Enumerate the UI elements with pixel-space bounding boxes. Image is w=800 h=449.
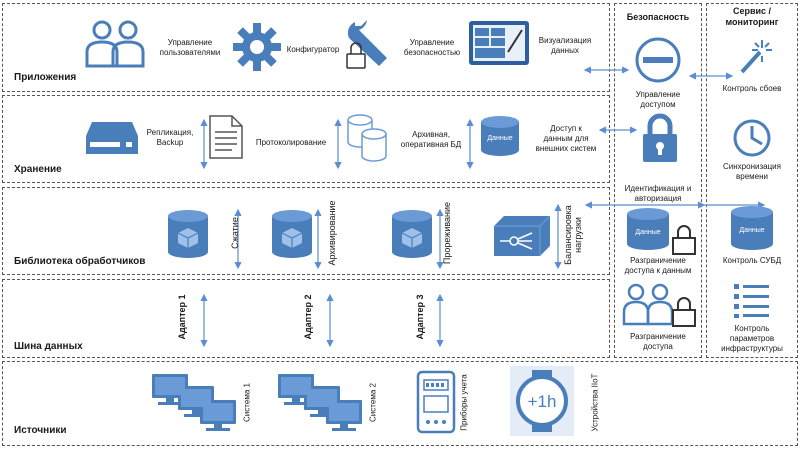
iiot-badge-text: +1h bbox=[527, 392, 557, 411]
visualization-label: Визуализация данных bbox=[538, 36, 592, 55]
system1-computers-icon bbox=[152, 374, 236, 431]
load-balancing-label: Балансировка нагрузки bbox=[563, 205, 583, 265]
dbms-db-icon bbox=[731, 206, 773, 250]
iiot-device-icon bbox=[510, 366, 574, 436]
layer-name-library: Библиотека обработчиков bbox=[14, 256, 146, 267]
replication-label: Репликация, Backup bbox=[146, 128, 194, 147]
applications-layer bbox=[2, 3, 610, 92]
dbms-control-label: Контроль СУБД bbox=[722, 256, 782, 265]
users-icon bbox=[85, 20, 145, 68]
security-mgmt-label: Управление безопасностью bbox=[403, 38, 461, 57]
system2-label: Система 2 bbox=[368, 383, 378, 422]
access-mgmt-label: Управление доступом bbox=[635, 90, 681, 109]
failure-control-label: Контроль сбоев bbox=[722, 84, 782, 93]
data-lock-icon bbox=[627, 208, 696, 255]
gear-icon bbox=[233, 23, 281, 71]
users-lock-icon bbox=[622, 283, 696, 327]
library-layer bbox=[2, 187, 610, 275]
security-column bbox=[614, 3, 702, 358]
adapter3-label: Адаптер 3 bbox=[415, 294, 425, 340]
system1-label: Система 1 bbox=[242, 383, 252, 422]
service-data-label: Данные bbox=[739, 227, 765, 234]
data-access-control-label: Разграничение доступа к данным bbox=[624, 256, 692, 275]
storage-layer bbox=[2, 95, 610, 183]
archive-db-label: Архивная, оперативная БД bbox=[400, 130, 462, 149]
clock-icon bbox=[733, 119, 771, 157]
security-title: Безопасность bbox=[626, 12, 690, 22]
adapter2-label: Адаптер 2 bbox=[303, 294, 313, 340]
server-icon bbox=[86, 122, 138, 154]
archiving-label: Архивирование bbox=[327, 200, 337, 266]
layer-name-bus: Шина данных bbox=[14, 341, 83, 352]
external-access-label: Доступ к данным для внешних систем bbox=[535, 124, 597, 153]
access-control-label: Разграничение доступа bbox=[630, 332, 686, 351]
document-icon bbox=[209, 115, 243, 159]
thinning-db-icon bbox=[392, 210, 432, 258]
configurator-label: Конфигуратор bbox=[286, 45, 340, 54]
meter-icon bbox=[416, 370, 456, 434]
dashboard-tablet-icon bbox=[469, 21, 529, 65]
load-balancer-icon bbox=[494, 215, 551, 256]
identification-label: Идентификация и авторизация bbox=[624, 184, 692, 203]
service-column bbox=[706, 3, 798, 358]
meters-label: Приборы учета bbox=[459, 374, 469, 431]
security-data-label: Данные bbox=[635, 229, 661, 236]
magic-wand-icon bbox=[740, 40, 772, 74]
adapter1-label: Адаптер 1 bbox=[177, 294, 187, 340]
layer-name-applications: Приложения bbox=[14, 72, 77, 83]
no-entry-icon bbox=[635, 37, 681, 83]
logging-label: Протоколирование bbox=[255, 138, 327, 147]
compression-label: Сжатие bbox=[230, 217, 240, 249]
service-title: Сервис / мониторинг bbox=[725, 6, 779, 27]
wrench-lock-icon bbox=[346, 20, 387, 69]
databases-outline-icon bbox=[347, 114, 387, 162]
layer-name-sources: Источники bbox=[14, 425, 67, 436]
compression-db-icon bbox=[168, 210, 208, 258]
storage-db-data-label: Данные bbox=[487, 135, 513, 142]
system2-computers-icon bbox=[278, 374, 362, 431]
database-icon bbox=[481, 116, 519, 156]
padlock-icon bbox=[643, 113, 677, 162]
iiot-label: Устройства IIoT bbox=[590, 373, 600, 432]
thinning-label: Прореживание bbox=[442, 201, 452, 265]
user-mgmt-label: Управление пользователями bbox=[159, 38, 221, 57]
layer-name-storage: Хранение bbox=[14, 164, 62, 175]
time-sync-label: Синхронизация времени bbox=[723, 162, 781, 181]
archiving-db-icon bbox=[272, 210, 312, 258]
checklist-icon bbox=[734, 284, 769, 318]
bus-layer bbox=[2, 279, 610, 358]
infra-control-label: Контроль параметров инфраструктуры bbox=[721, 324, 783, 353]
sources-layer bbox=[2, 361, 798, 446]
